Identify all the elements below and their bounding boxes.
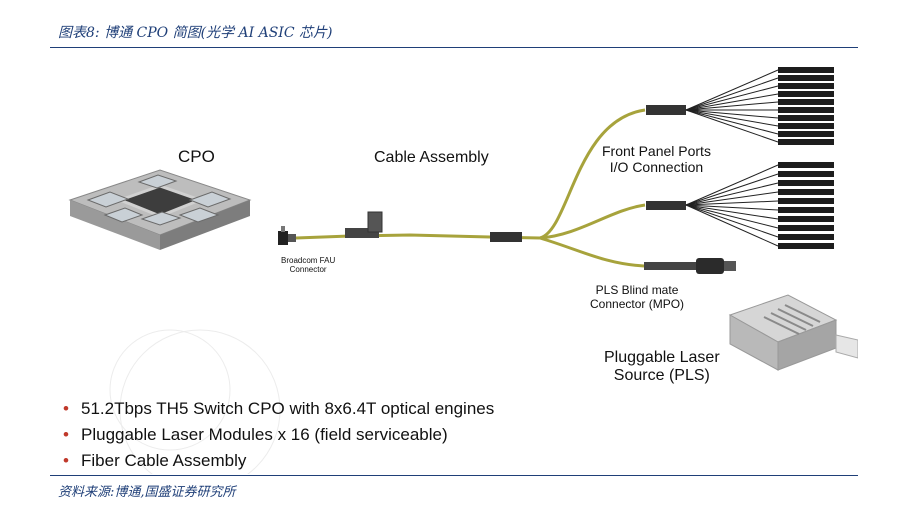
pls-connector-label: PLS Blind mate Connector (MPO): [590, 283, 685, 312]
bullet-dot-icon: •: [63, 451, 69, 470]
title-divider: [50, 47, 858, 48]
bullet-text: Fiber Cable Assembly: [81, 451, 247, 470]
pluggable-laser-icon: [728, 294, 858, 371]
bullet-dot-icon: •: [63, 425, 69, 444]
breakout-hub-upper: [646, 105, 686, 115]
cpo-diagram: [68, 67, 858, 474]
pls-connector-line2: Connector (MPO): [590, 296, 685, 311]
lc-connector-icon: [778, 67, 834, 145]
pls-line2: Source (PLS): [613, 367, 710, 385]
feature-bullet-list: • 51.2Tbps TH5 Switch CPO with 8x6.4T opt…: [63, 396, 494, 474]
bullet-text: Pluggable Laser Modules x 16 (field serv…: [81, 425, 448, 444]
bullet-text: 51.2Tbps TH5 Switch CPO with 8x6.4T opti…: [81, 399, 495, 418]
diagram-area: CPO Cable Assembly Front Panel Ports I/O…: [50, 50, 858, 474]
fau-line2: Connector: [289, 265, 327, 275]
fanout-fibers-lower: [685, 164, 779, 247]
cable-branches: [539, 108, 646, 268]
breakout-hub-lower: [646, 201, 686, 210]
front-panel-ports-label: Front Panel Ports I/O Connection: [602, 143, 711, 175]
pls-connector-line1: PLS Blind mate: [595, 283, 679, 297]
fau-line1: Broadcom FAU: [281, 256, 336, 265]
fau-connector-icon: [278, 226, 296, 245]
cable-assembly-label: Cable Assembly: [374, 149, 489, 166]
cpo-chip-icon: [68, 169, 252, 250]
bullet-dot-icon: •: [63, 399, 69, 418]
pls-line1: Pluggable Laser: [604, 349, 720, 366]
cable-trunk: [295, 211, 541, 242]
mpo-connector-icon: [644, 258, 736, 274]
lc-connector-icon: [778, 162, 834, 249]
source-note: 资料来源:博通,国盛证券研究所: [58, 485, 236, 500]
background-watermark: [109, 329, 281, 474]
cpo-label: CPO: [178, 147, 215, 166]
pls-label: Pluggable Laser Source (PLS): [604, 349, 720, 386]
bullet-item: • 51.2Tbps TH5 Switch CPO with 8x6.4T opt…: [63, 396, 494, 422]
front-panel-line2: I/O Connection: [609, 159, 704, 176]
front-panel-line1: Front Panel Ports: [602, 143, 711, 159]
bullet-item: • Fiber Cable Assembly: [63, 448, 494, 474]
bullet-item: • Pluggable Laser Modules x 16 (field ser…: [63, 422, 494, 448]
source-divider: [50, 475, 858, 476]
fau-connector-label: Broadcom FAU Connector: [281, 256, 335, 274]
fanout-fibers-upper: [685, 69, 779, 143]
figure-title: 图表8: 博通 CPO 简图(光学 AI ASIC 芯片): [58, 25, 333, 41]
